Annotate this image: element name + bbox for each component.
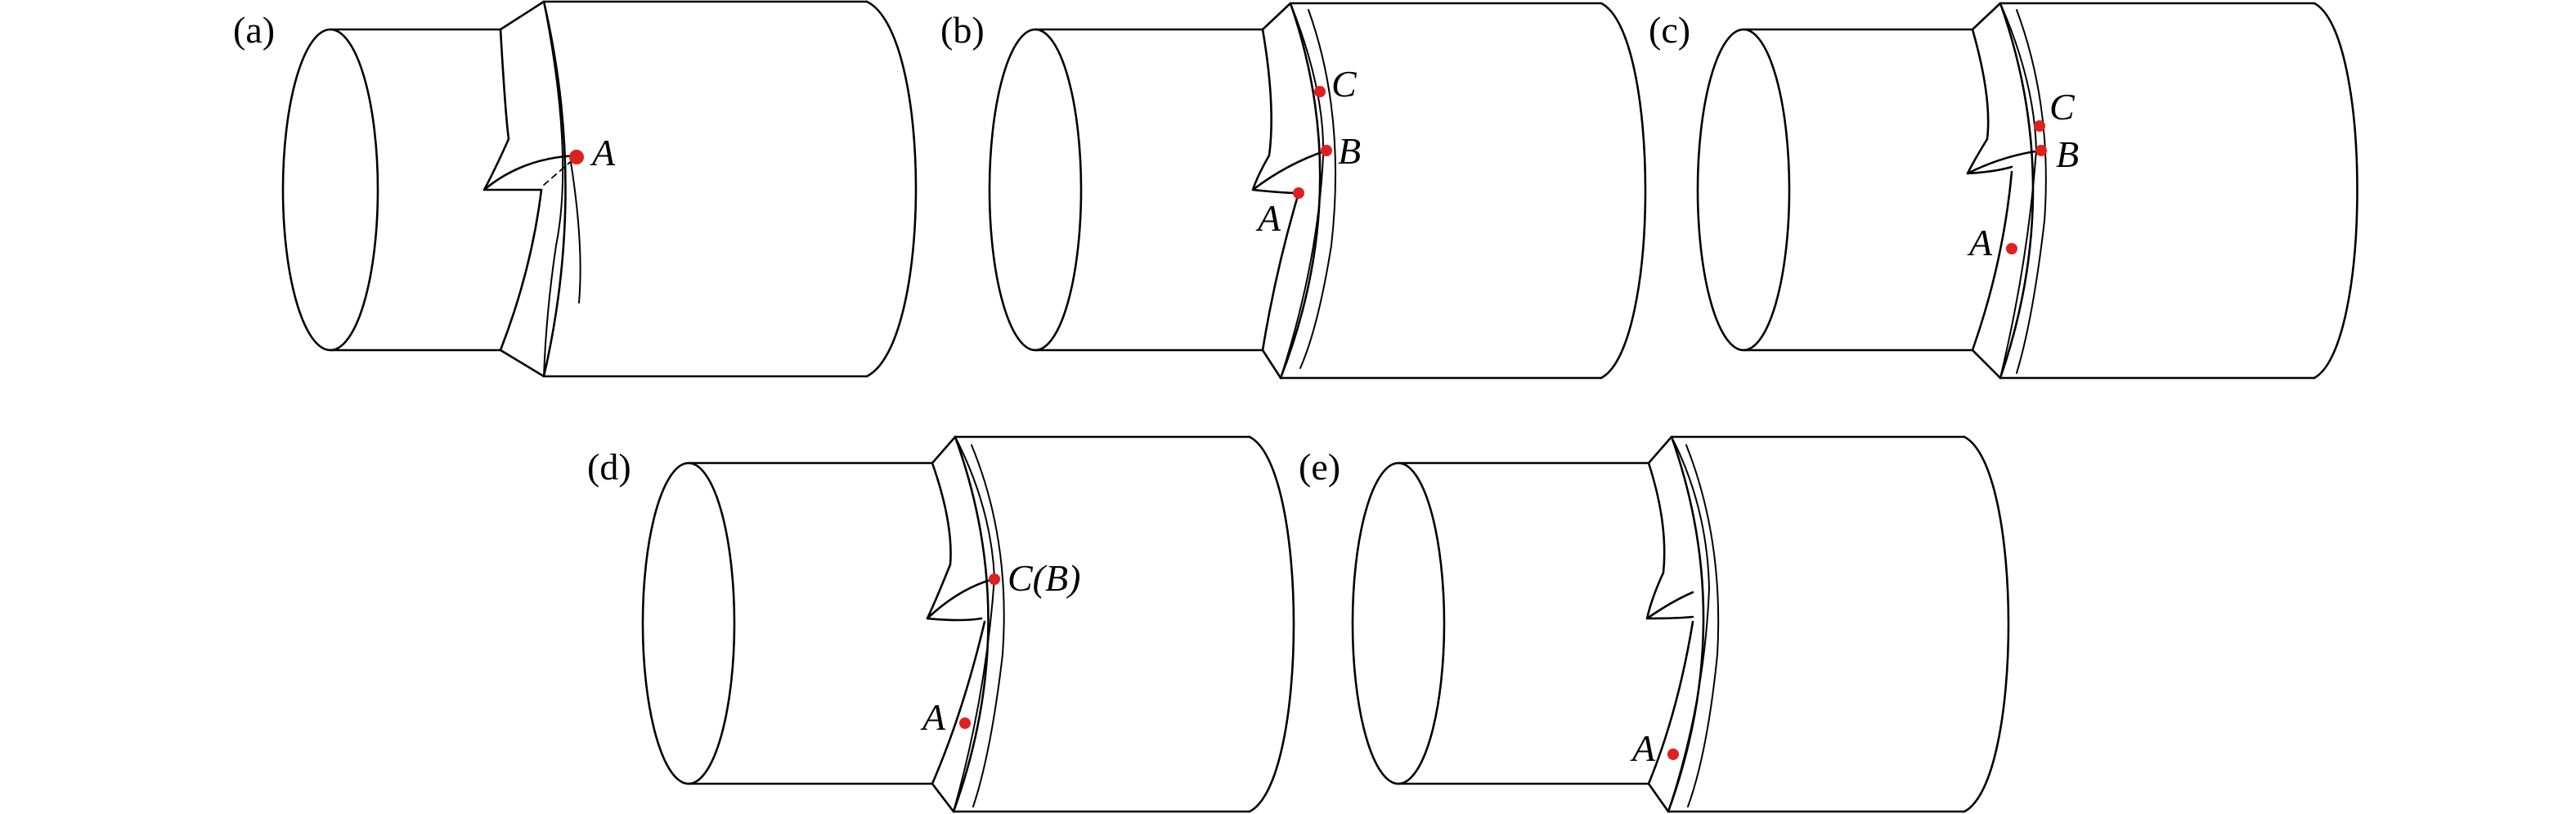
panel-d-label: (d) <box>587 446 631 488</box>
groove-left-wall <box>482 28 543 352</box>
right-cylinder-end <box>1248 435 1295 813</box>
point-a-label: A <box>1630 727 1656 769</box>
groove-top-chamfer <box>1971 2 2002 31</box>
panel-e: (e) A <box>1299 435 2010 813</box>
groove-inner-edge <box>1999 2 2037 379</box>
groove-edge-detail <box>2016 9 2047 374</box>
groove-top-chamfer <box>1261 2 1292 31</box>
panel-d: (d) C(B) A <box>587 435 1295 813</box>
panel-b: (b) C B A <box>940 2 1647 380</box>
groove-bottom-chamfer <box>1971 349 2002 380</box>
groove-inner-edge <box>1280 2 1325 379</box>
right-cylinder-front-rim <box>542 0 567 378</box>
groove-lower-wall <box>1647 620 1694 785</box>
right-cylinder-front-rim <box>1999 2 2035 380</box>
panel-e-label: (e) <box>1299 446 1340 488</box>
groove-bottom-chamfer <box>1647 782 1670 813</box>
point-a-marker <box>2006 243 2017 254</box>
groove-crack-surface <box>482 154 581 191</box>
panel-a-drawing <box>281 0 918 378</box>
left-cylinder-end <box>641 461 736 785</box>
point-b-marker <box>2035 145 2047 156</box>
point-a-marker <box>569 150 584 164</box>
groove-edge-detail <box>570 161 581 304</box>
point-a-label: A <box>920 696 946 738</box>
groove-left-wall <box>1645 461 1694 620</box>
point-cb-label: C(B) <box>1008 557 1080 599</box>
point-c-marker <box>2034 120 2045 132</box>
groove-left-wall <box>926 461 994 620</box>
panel-b-label: (b) <box>940 9 985 51</box>
groove-hidden-edge <box>543 158 575 186</box>
groove-bottom-chamfer <box>931 782 955 813</box>
right-cylinder-front-rim <box>952 435 990 813</box>
groove-top-chamfer <box>931 435 957 465</box>
groove-crack-surface <box>926 617 983 622</box>
groove-top-chamfer <box>1647 435 1673 465</box>
point-b-marker <box>1321 145 1332 156</box>
groove-inner-edge <box>953 436 995 812</box>
left-cylinder-end <box>988 28 1083 352</box>
panel-b-drawing <box>988 2 1647 380</box>
panel-e-drawing <box>1351 435 2010 813</box>
right-cylinder-front-rim <box>1279 2 1322 380</box>
groove-edge-detail <box>971 444 1005 807</box>
right-cylinder-front-rim <box>1667 435 1705 813</box>
right-cylinder-end <box>2313 2 2358 380</box>
point-b-label: B <box>2056 133 2079 175</box>
point-c-marker <box>1314 86 1326 97</box>
panel-c-drawing <box>1696 2 2358 380</box>
panel-c: (c) C B A <box>1649 2 2358 380</box>
groove-crack-surface <box>1966 165 2013 175</box>
point-a-marker <box>1667 749 1679 760</box>
panel-d-drawing <box>641 435 1295 813</box>
point-a-marker <box>959 717 971 729</box>
groove-left-wall <box>1966 28 2043 175</box>
groove-top-chamfer <box>499 0 545 31</box>
groove-inner-edge <box>543 1 564 377</box>
point-c-label: C <box>1331 63 1358 105</box>
right-cylinder-end <box>1600 2 1647 380</box>
right-cylinder-end <box>1963 435 2010 813</box>
point-a-marker <box>1293 187 1304 199</box>
groove-left-wall <box>1251 28 1328 191</box>
groove-crack-surface <box>1251 188 1300 195</box>
groove-crack-surface <box>1645 615 1694 620</box>
groove-bottom-chamfer <box>1261 349 1282 380</box>
point-a-label: A <box>590 132 616 173</box>
point-a-label: A <box>1255 197 1281 239</box>
groove-lower-wall <box>1971 170 2013 352</box>
panel-a: (a) A <box>233 0 918 378</box>
right-cylinder-end <box>865 0 918 378</box>
point-c-label: C <box>2049 86 2076 128</box>
left-cylinder-end <box>281 28 379 352</box>
groove-bottom-chamfer <box>499 349 545 378</box>
point-cb-marker <box>989 573 1000 585</box>
left-cylinder-end <box>1351 461 1446 785</box>
point-b-label: B <box>1338 130 1361 172</box>
groove-lower-wall <box>931 620 986 785</box>
panel-c-label: (c) <box>1649 9 1690 51</box>
groove-edge-detail <box>1685 444 1720 807</box>
panel-a-label: (a) <box>233 9 275 51</box>
groove-lower-wall <box>1261 191 1300 352</box>
groove-edge-detail <box>1299 9 1337 369</box>
left-cylinder-end <box>1696 28 1791 352</box>
point-a-label: A <box>1967 222 1993 263</box>
